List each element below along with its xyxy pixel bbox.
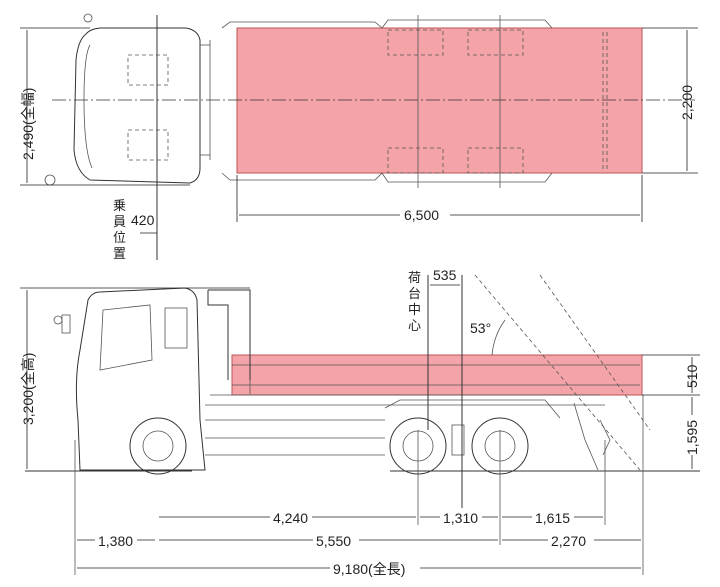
- svg-text:荷: 荷: [408, 270, 421, 285]
- crew-position-label: 乗 員 位 置: [113, 198, 126, 261]
- bed-length-label: 6,500: [404, 207, 439, 223]
- svg-text:乗: 乗: [113, 198, 126, 213]
- bed-inner-width-label: 2,200: [679, 85, 695, 120]
- cab-top: [73, 27, 201, 184]
- crew-offset-label: 420: [131, 212, 155, 228]
- front-wheel: [129, 417, 187, 475]
- floor-height-label: 1,595: [684, 420, 700, 455]
- cargo-bed-top: [236, 27, 643, 174]
- svg-text:1,380: 1,380: [98, 533, 133, 549]
- dims-row-1: 4,240 1,310 1,615: [270, 508, 574, 526]
- side-view: [20, 274, 700, 575]
- top-view: [20, 13, 698, 260]
- tilt-angle-label: 53°: [470, 320, 491, 336]
- svg-text:員: 員: [113, 214, 126, 229]
- svg-text:4,240: 4,240: [273, 510, 308, 526]
- mirror-icon: [83, 13, 93, 23]
- cab-side: [75, 287, 206, 471]
- svg-text:置: 置: [113, 246, 126, 261]
- cargo-bed-side: [231, 354, 643, 396]
- svg-text:1,615: 1,615: [535, 510, 570, 526]
- overall-width-label: 2,490(全幅): [20, 88, 36, 160]
- svg-text:位: 位: [113, 230, 126, 245]
- bed-center-offset-label: 535: [433, 267, 457, 283]
- svg-text:5,550: 5,550: [316, 533, 351, 549]
- svg-text:1,310: 1,310: [443, 510, 478, 526]
- gate-height-label: 510: [684, 364, 700, 388]
- dims-row-2: 1,380 5,550 2,270: [95, 531, 594, 549]
- svg-text:台: 台: [408, 286, 421, 301]
- bed-center-label: 荷 台 中 心: [408, 270, 421, 333]
- svg-text:2,270: 2,270: [551, 533, 586, 549]
- overall-length-label: 9,180(全長): [333, 561, 405, 577]
- overall-height-label: 3,200(全高): [20, 353, 36, 425]
- svg-text:中: 中: [408, 302, 421, 317]
- svg-text:心: 心: [408, 318, 421, 333]
